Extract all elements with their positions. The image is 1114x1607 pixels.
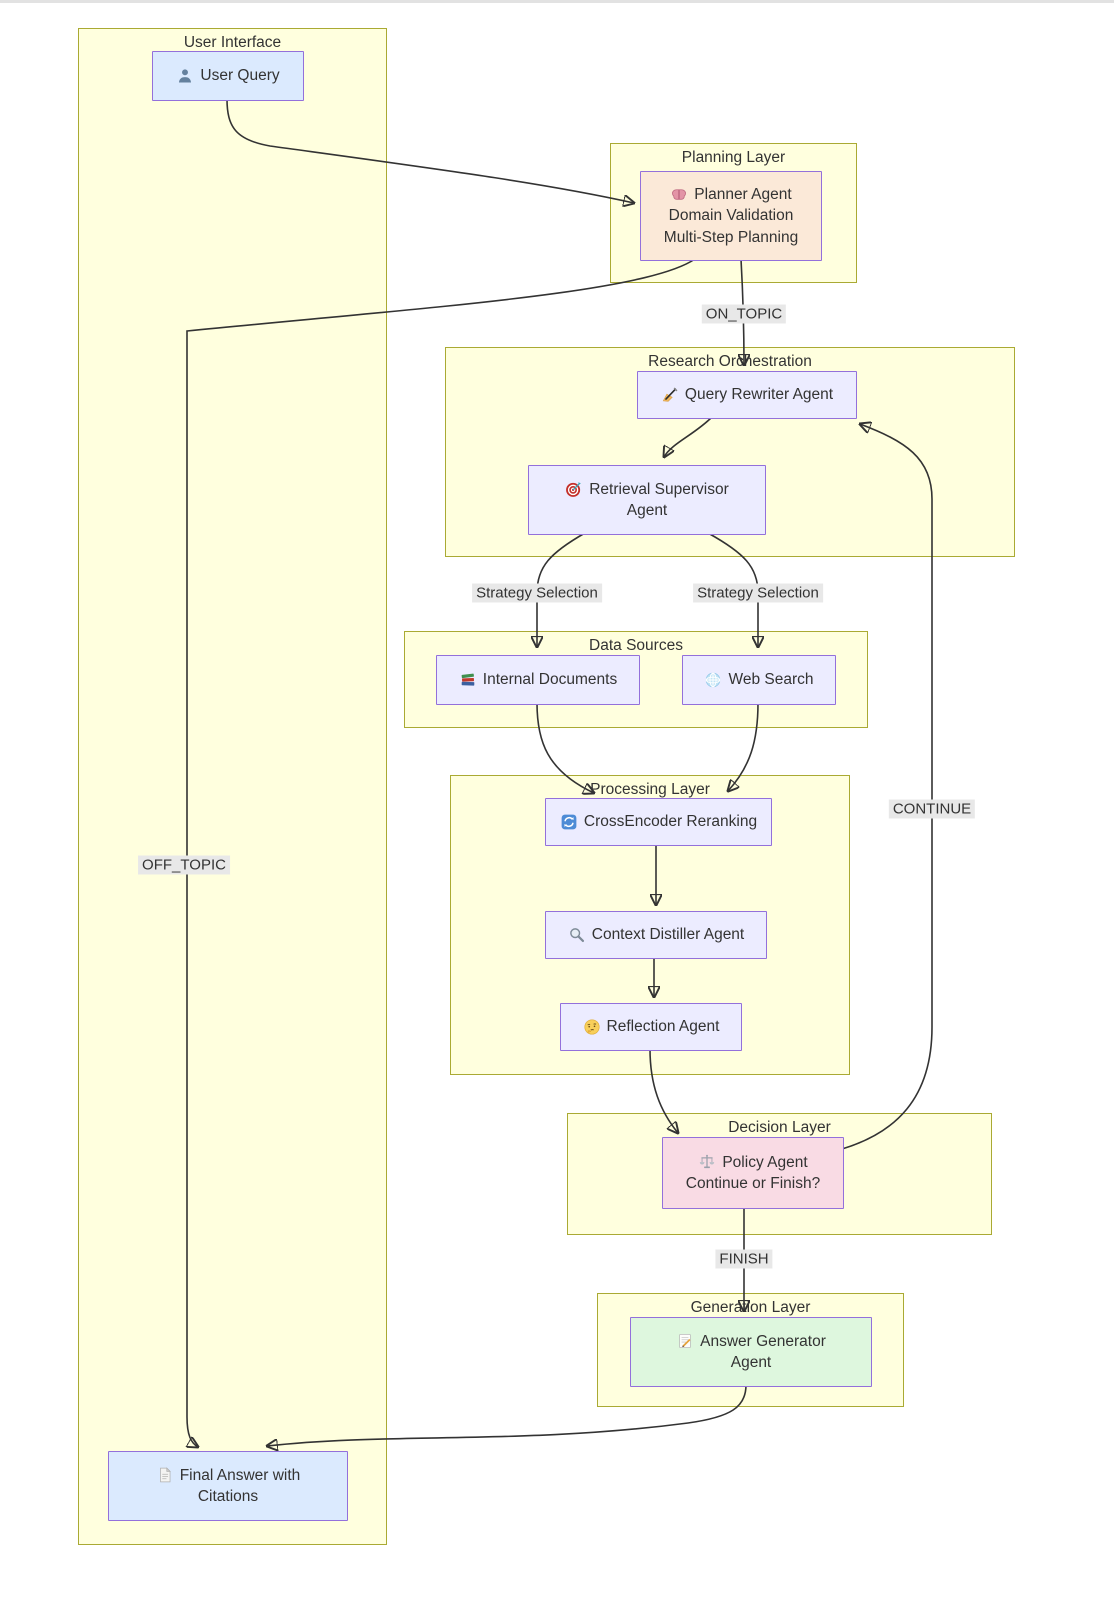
container-title-planning-layer: Planning Layer bbox=[681, 149, 786, 166]
edge-policy-queryrewriter-continue bbox=[841, 424, 933, 1150]
node-label: Multi-Step Planning bbox=[663, 228, 799, 246]
node-label: Web Search bbox=[728, 671, 814, 689]
node-label: Agent bbox=[730, 1354, 772, 1371]
node-label: Policy Agent bbox=[722, 1153, 808, 1171]
node-crossencoder: CrossEncoder Reranking bbox=[545, 798, 772, 846]
node-label: Context Distiller Agent bbox=[591, 926, 745, 944]
globe-icon bbox=[704, 671, 722, 689]
edge-label-finish: FINISH bbox=[715, 1249, 773, 1269]
edge-userquery-planner bbox=[226, 98, 634, 203]
node-label: Final Answer with bbox=[179, 1466, 301, 1484]
balance-scale-icon bbox=[698, 1153, 716, 1171]
node-label: Retrieval Supervisor bbox=[589, 480, 729, 498]
edge-label-strategy-selection-right: Strategy Selection bbox=[693, 583, 823, 603]
brain-icon bbox=[670, 186, 688, 204]
container-title-user-interface: User Interface bbox=[183, 34, 282, 51]
node-label: Citations bbox=[197, 1488, 259, 1505]
node-label: Continue or Finish? bbox=[685, 1175, 821, 1192]
container-title-generation-layer: Generation Layer bbox=[690, 1299, 811, 1316]
edge-reflection-policy bbox=[649, 1048, 678, 1133]
node-final-answer: Final Answer with Citations bbox=[108, 1451, 348, 1521]
edge-label-on-topic: ON_TOPIC bbox=[701, 304, 787, 324]
node-label: Internal Documents bbox=[482, 671, 618, 689]
edge-websearch-crossencoder bbox=[728, 702, 759, 791]
node-label: Domain Validation bbox=[668, 207, 794, 225]
edge-label-strategy-selection-left: Strategy Selection bbox=[472, 583, 602, 603]
edge-label-off-topic: OFF_TOPIC bbox=[138, 855, 230, 875]
node-label: Planner Agent bbox=[694, 185, 792, 203]
node-user-query: User Query bbox=[152, 51, 304, 101]
node-label: User Query bbox=[200, 67, 280, 85]
edge-label-continue: CONTINUE bbox=[888, 799, 976, 819]
target-icon bbox=[565, 480, 583, 498]
node-context-distiller: Context Distiller Agent bbox=[545, 911, 767, 959]
books-icon bbox=[459, 671, 477, 689]
node-reflection-agent: Reflection Agent bbox=[560, 1003, 742, 1051]
page-icon bbox=[156, 1466, 174, 1484]
node-label: CrossEncoder Reranking bbox=[583, 813, 758, 831]
user-icon bbox=[176, 67, 194, 85]
edge-queryrewriter-retrievalsupervisor bbox=[664, 416, 713, 457]
thinking-face-icon bbox=[583, 1018, 601, 1036]
container-title-decision-layer: Decision Layer bbox=[728, 1119, 831, 1136]
container-title-data-sources: Data Sources bbox=[589, 637, 683, 654]
node-planner-agent: Planner Agent Domain Validation Multi-St… bbox=[640, 171, 822, 261]
node-policy-agent: Policy Agent Continue or Finish? bbox=[662, 1137, 844, 1209]
node-label: Agent bbox=[626, 502, 668, 519]
node-label: Query Rewriter Agent bbox=[684, 386, 834, 404]
node-retrieval-supervisor: Retrieval Supervisor Agent bbox=[528, 465, 766, 535]
magnifier-icon bbox=[568, 926, 586, 944]
node-query-rewriter-agent: Query Rewriter Agent bbox=[637, 371, 857, 419]
edge-answergenerator-finalanswer bbox=[267, 1384, 747, 1446]
node-answer-generator: Answer Generator Agent bbox=[630, 1317, 872, 1387]
container-user-interface: User Interface bbox=[78, 28, 387, 1545]
refresh-icon bbox=[560, 813, 578, 831]
node-label: Answer Generator bbox=[700, 1332, 826, 1350]
writing-hand-icon bbox=[661, 386, 679, 404]
container-title-processing-layer: Processing Layer bbox=[590, 781, 710, 798]
edge-planner-finalanswer-offtopic bbox=[187, 258, 696, 1447]
node-web-search: Web Search bbox=[682, 655, 836, 705]
edge-internaldocs-crossencoder bbox=[536, 702, 594, 793]
node-label: Reflection Agent bbox=[606, 1018, 720, 1036]
container-title-research-orchestration: Research Orchestration bbox=[648, 353, 812, 370]
memo-icon bbox=[676, 1332, 694, 1350]
node-internal-documents: Internal Documents bbox=[436, 655, 640, 705]
